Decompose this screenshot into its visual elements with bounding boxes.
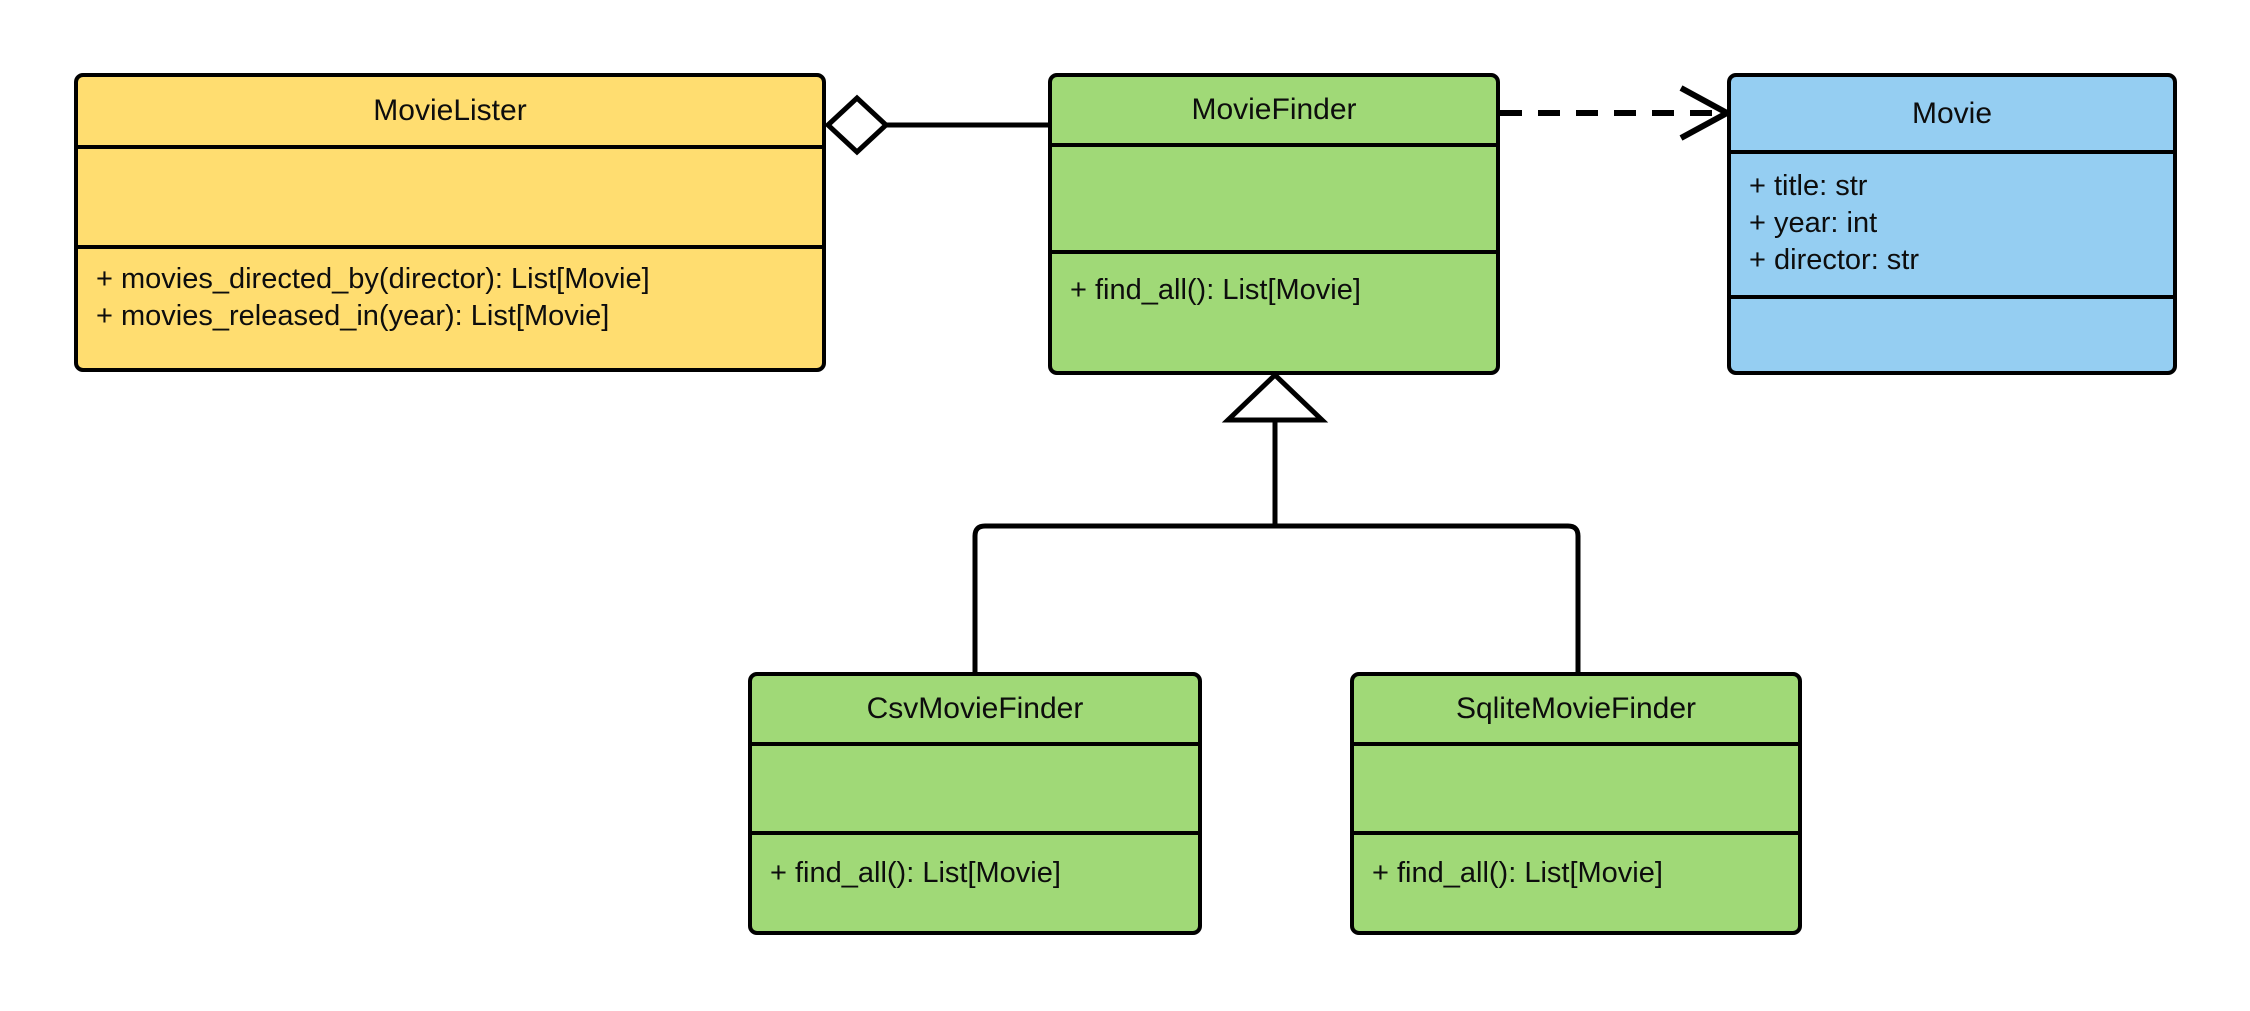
generalization-branch-csv — [972, 523, 1275, 672]
class-box-movie-finder[interactable]: MovieFinder + find_all(): List[Movie] — [1048, 73, 1500, 375]
class-box-movie[interactable]: Movie + title: str + year: int + directo… — [1727, 73, 2177, 375]
class-title-movie-finder: MovieFinder — [1191, 93, 1357, 126]
attributes-compartment-movie-finder — [1052, 143, 1496, 250]
attribute-item: + year: int — [1749, 207, 1878, 240]
attributes-compartment-movie-lister — [78, 145, 822, 245]
dependency-finder-movie — [1500, 85, 1734, 141]
class-box-csv-movie-finder[interactable]: CsvMovieFinder + find_all(): List[Movie] — [748, 672, 1202, 935]
attributes-compartment-sqlite-movie-finder — [1354, 742, 1798, 831]
methods-compartment-movie — [1731, 295, 2173, 371]
class-title-csv-movie-finder: CsvMovieFinder — [866, 692, 1084, 725]
method-item: + find_all(): List[Movie] — [770, 857, 1061, 889]
class-box-movie-lister[interactable]: MovieLister + movies_directed_by(directo… — [74, 73, 826, 372]
aggregation-lister-finder — [824, 94, 1050, 156]
hollow-diamond-icon — [824, 94, 890, 156]
class-title-movie: Movie — [1911, 96, 1993, 130]
generalization-tree — [972, 371, 1581, 672]
methods-compartment-csv-movie-finder: + find_all(): List[Movie] — [752, 831, 1198, 931]
generalization-branch-sqlite — [1275, 523, 1581, 672]
attributes-compartment-movie: + title: str + year: int + director: str — [1731, 150, 2173, 295]
attributes-compartment-csv-movie-finder — [752, 742, 1198, 831]
attribute-item: + director: str — [1749, 244, 1920, 277]
class-title-movie-lister: MovieLister — [373, 94, 527, 127]
open-arrow-icon — [1679, 85, 1734, 141]
method-item: + movies_directed_by(director): List[Mov… — [96, 263, 650, 295]
class-box-sqlite-movie-finder[interactable]: SqliteMovieFinder + find_all(): List[Mov… — [1350, 672, 1802, 935]
method-item: + find_all(): List[Movie] — [1372, 857, 1663, 889]
methods-compartment-movie-finder: + find_all(): List[Movie] — [1052, 250, 1496, 371]
class-title-sqlite-movie-finder: SqliteMovieFinder — [1455, 692, 1697, 725]
hollow-triangle-icon — [1221, 371, 1329, 423]
method-item: + movies_released_in(year): List[Movie] — [96, 300, 610, 333]
attribute-item: + title: str — [1749, 170, 1868, 202]
methods-compartment-movie-lister: + movies_directed_by(director): List[Mov… — [78, 245, 822, 368]
method-item: + find_all(): List[Movie] — [1070, 274, 1361, 306]
methods-compartment-sqlite-movie-finder: + find_all(): List[Movie] — [1354, 831, 1798, 931]
